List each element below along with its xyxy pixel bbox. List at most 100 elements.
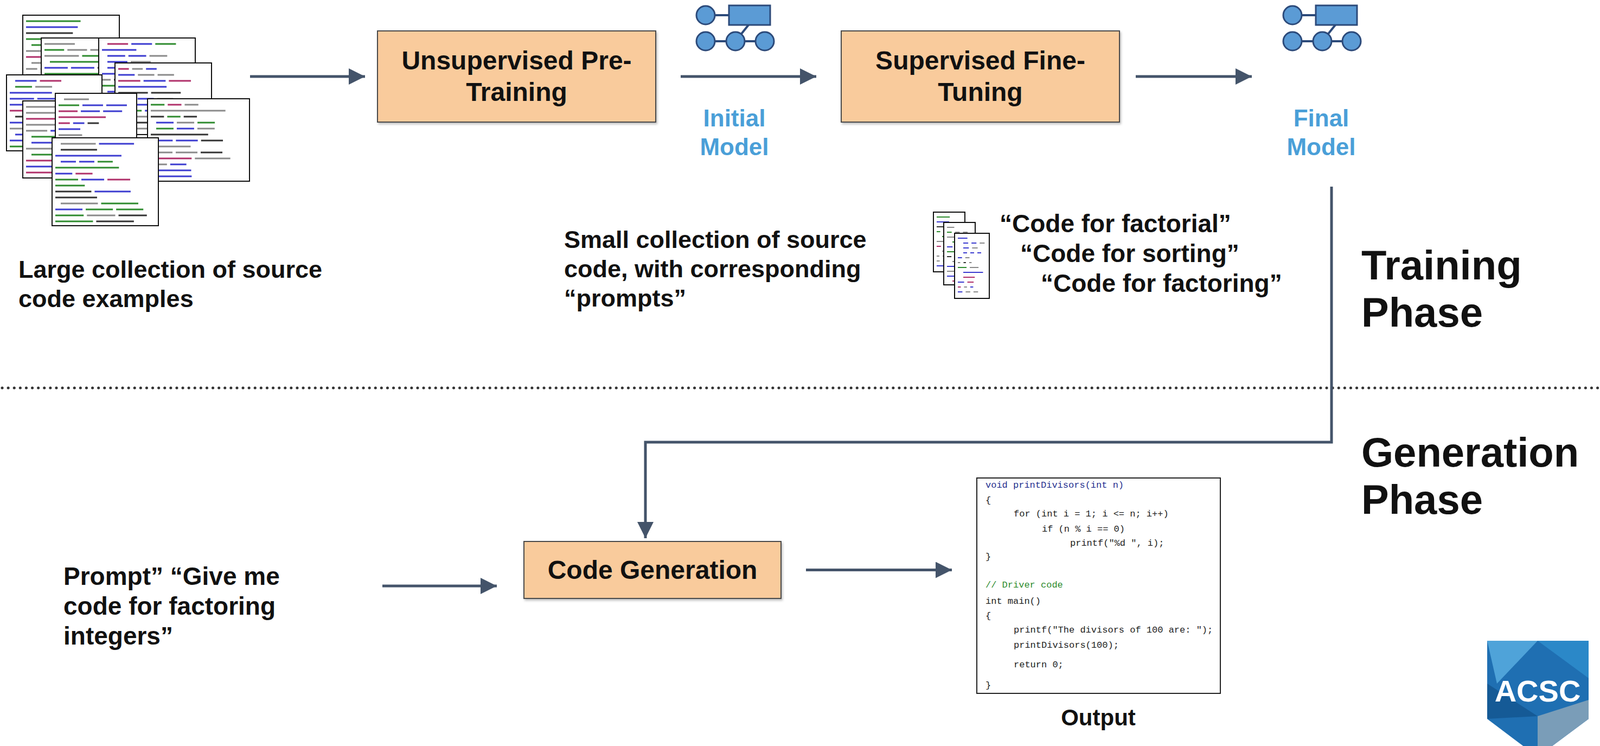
- code-stroke: [82, 104, 104, 107]
- code-stroke: [184, 104, 198, 106]
- code-stroke: [946, 231, 952, 233]
- code-stroke: [55, 220, 93, 223]
- code-stroke: [194, 157, 230, 160]
- code-page: [954, 233, 990, 299]
- code-stroke: [150, 104, 165, 106]
- code-stroke: [26, 68, 38, 70]
- code-stroke: [150, 133, 209, 136]
- code-line: }: [985, 679, 991, 692]
- code-stroke: [128, 55, 147, 57]
- prompt-example: “Code for factoring”: [1040, 268, 1283, 299]
- code-stroke: [970, 252, 975, 254]
- code-stroke: [963, 276, 975, 278]
- code-stroke: [58, 134, 82, 137]
- code-stroke: [44, 49, 64, 51]
- code-stroke: [197, 122, 215, 124]
- code-stroke: [149, 55, 168, 57]
- icon-node: [1283, 32, 1302, 51]
- code-stroke: [44, 55, 79, 57]
- code-stroke: [979, 242, 985, 244]
- icon-node: [1313, 32, 1332, 51]
- code-stroke: [100, 202, 138, 205]
- code-stroke: [970, 286, 974, 288]
- prompt-text: Prompt” “Give me code for factoring inte…: [63, 561, 330, 652]
- code-stroke: [86, 214, 115, 217]
- model-label: Final Model: [1256, 104, 1387, 162]
- code-line: {: [985, 610, 991, 623]
- code-stroke: [151, 92, 182, 94]
- icon-link: [1330, 40, 1343, 43]
- code-stroke: [116, 208, 144, 211]
- code-stroke: [60, 161, 76, 163]
- model-icon: [1283, 5, 1361, 51]
- icon-link: [1301, 40, 1314, 43]
- code-stroke: [936, 231, 941, 233]
- icon-link: [744, 40, 757, 43]
- code-stroke: [936, 216, 950, 218]
- icon-link: [714, 14, 729, 17]
- code-page: [147, 98, 250, 182]
- flow-arrow: [680, 75, 817, 79]
- flow-arrow: [805, 568, 952, 572]
- code-stroke: [969, 261, 972, 264]
- code-stroke: [26, 130, 48, 132]
- code-stroke: [40, 80, 62, 82]
- code-stroke: [107, 55, 126, 57]
- code-stroke: [967, 281, 975, 283]
- code-stroke: [81, 178, 105, 181]
- code-stroke: [175, 139, 198, 142]
- code-stroke: [26, 124, 56, 126]
- code-stroke: [963, 242, 969, 244]
- code-stroke: [107, 43, 128, 46]
- code-stroke: [85, 208, 113, 211]
- code-stroke: [971, 242, 977, 244]
- prompt-example: “Code for sorting”: [1020, 238, 1240, 269]
- output-model-arrow: [1135, 75, 1252, 79]
- page-outline: [954, 233, 990, 299]
- code-stroke: [963, 252, 968, 254]
- code-stroke: [168, 80, 191, 82]
- code-stroke: [107, 178, 131, 181]
- page-outline: [52, 137, 159, 226]
- code-stroke: [101, 49, 137, 51]
- code-stroke: [167, 116, 181, 118]
- icon-link: [1301, 14, 1316, 17]
- icon-block: [1315, 5, 1358, 25]
- code-stroke: [957, 266, 967, 268]
- code-stroke: [957, 286, 961, 288]
- code-stroke: [957, 261, 960, 264]
- code-stroke: [94, 190, 131, 193]
- code-stroke: [946, 256, 952, 258]
- code-stroke: [157, 74, 175, 76]
- code-stroke: [155, 43, 176, 46]
- code-stroke: [15, 86, 32, 88]
- code-stroke: [73, 122, 85, 125]
- code-stroke: [60, 149, 98, 151]
- code-stroke: [99, 143, 135, 145]
- code-stroke: [957, 291, 963, 293]
- code-stroke: [963, 247, 969, 249]
- code-stroke: [118, 80, 141, 82]
- code-stroke: [15, 80, 37, 82]
- code-stroke: [58, 110, 78, 113]
- code-stroke: [118, 86, 167, 88]
- code-stroke: [44, 67, 68, 69]
- code-stroke: [965, 291, 970, 293]
- code-stroke: [35, 86, 53, 88]
- caption-text: Large collection of source code examples: [18, 254, 355, 314]
- code-stroke: [936, 260, 940, 262]
- code-stroke: [118, 74, 135, 76]
- code-line: printf("%d ", i);: [1070, 537, 1164, 550]
- code-stroke: [176, 122, 195, 124]
- page-outline: [147, 98, 250, 182]
- box-label: Unsupervised Pre-Training: [378, 45, 656, 108]
- prompt-example: “Code for factorial”: [999, 208, 1232, 239]
- code-line: printDivisors(100);: [1013, 639, 1119, 652]
- code-stroke: [962, 231, 968, 233]
- code-stroke: [103, 110, 123, 113]
- code-stroke: [946, 236, 956, 238]
- code-stroke: [26, 20, 81, 23]
- code-stroke: [175, 151, 198, 154]
- code-stroke: [31, 142, 54, 144]
